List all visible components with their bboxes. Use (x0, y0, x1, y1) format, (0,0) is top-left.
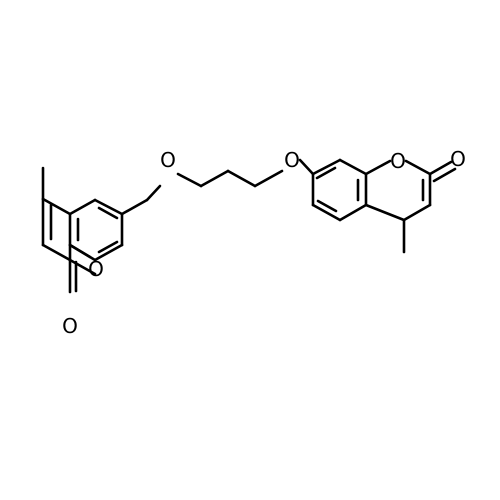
oxygen-ether-left-label: O (160, 148, 176, 172)
bond (176, 172, 203, 188)
bond (68, 243, 97, 262)
bond (41, 197, 72, 216)
oxygen-carbonyl-left-label: O (62, 314, 78, 338)
bond (226, 169, 257, 188)
bond (145, 184, 162, 202)
bond (68, 198, 97, 216)
bond (97, 206, 119, 220)
bond (338, 158, 368, 176)
oxygen-carbonyl-right-label: O (450, 147, 466, 171)
bond (97, 240, 119, 254)
bond (120, 198, 149, 216)
bond (68, 258, 97, 276)
bond (93, 243, 124, 262)
bond (432, 167, 457, 183)
bond (364, 203, 406, 222)
bond (298, 158, 315, 176)
bond (316, 199, 338, 213)
bond (404, 159, 432, 176)
bond (338, 203, 368, 222)
bond (41, 243, 72, 262)
oxygen-ring-right-label: O (390, 149, 406, 173)
bond (311, 158, 342, 176)
oxygen-ring-left-label: O (88, 257, 104, 281)
left-coumarin (41, 166, 162, 294)
bond (199, 169, 230, 188)
bond (253, 169, 284, 188)
bond (311, 203, 342, 222)
bond (402, 203, 432, 222)
propylene-linker (176, 169, 284, 188)
right-coumarin (298, 158, 457, 254)
bond (315, 166, 337, 180)
oxygen-ether-right-label: O (284, 148, 300, 172)
bond (364, 159, 392, 176)
bond (93, 198, 124, 216)
bond (428, 160, 453, 176)
